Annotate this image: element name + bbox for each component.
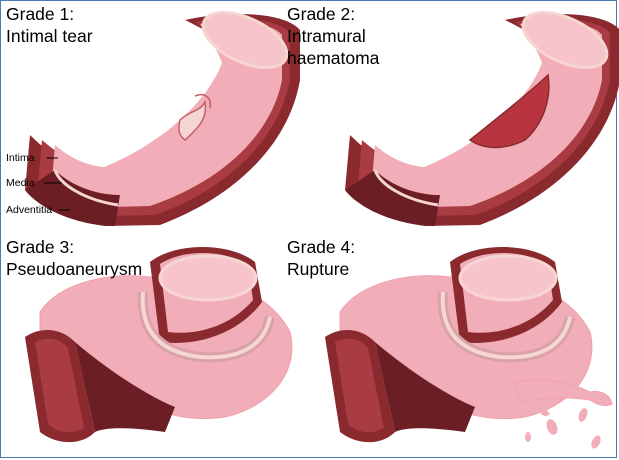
- panel-title-grade-1: Grade 1: Intimal tear: [6, 3, 93, 47]
- label-intima: Intima: [6, 152, 35, 164]
- panel-title-grade-2: Grade 2: Intramural haematoma: [287, 3, 379, 69]
- label-adventitia: Adventitia: [6, 204, 52, 216]
- panel-title-grade-3: Grade 3: Pseudoaneurysm: [6, 236, 142, 280]
- panel-title-grade-4: Grade 4: Rupture: [287, 236, 355, 280]
- label-media: Media: [6, 177, 35, 189]
- panel-grade-2-vessel: [345, 1, 619, 226]
- panel-grade-4-vessel: [325, 247, 612, 450]
